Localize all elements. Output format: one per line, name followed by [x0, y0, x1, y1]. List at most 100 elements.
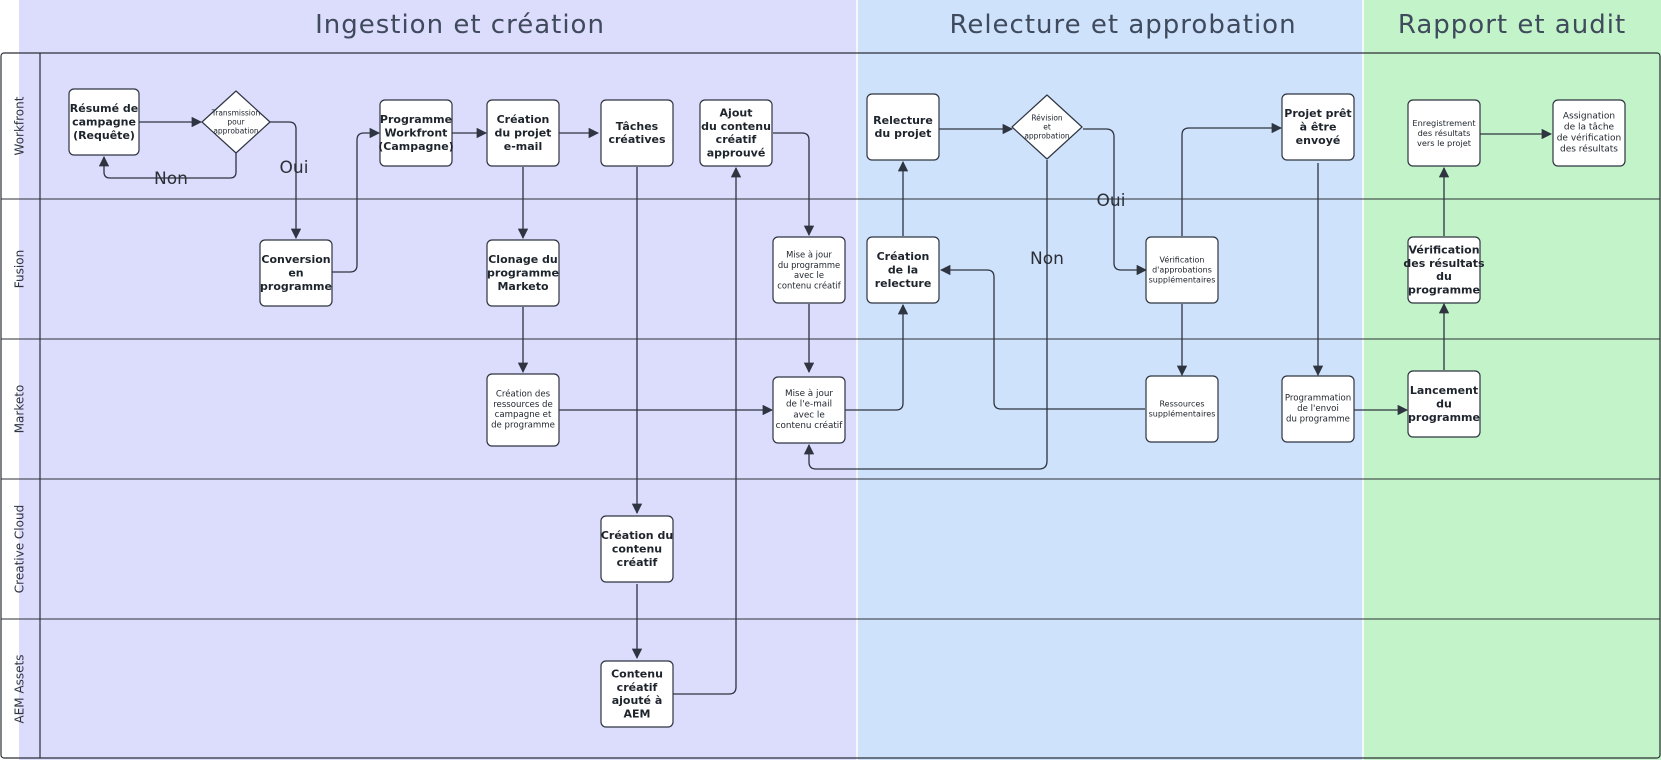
node-label: du: [1436, 398, 1452, 411]
process-box: [600, 660, 674, 728]
node-label: des résultats: [1560, 143, 1618, 154]
connector: [331, 127, 381, 273]
process-box: [68, 88, 140, 156]
node-label: ressources de: [493, 400, 553, 410]
edge-label-non: Non: [1030, 249, 1064, 269]
lane-label-marketo: Marketo: [13, 385, 27, 434]
node-label: des résultats: [1403, 257, 1485, 270]
node-label: du contenu: [701, 120, 771, 133]
node-label: Mise à jour: [785, 389, 833, 399]
node-label: Mise à jour: [786, 250, 832, 260]
node-label: Création: [497, 113, 550, 126]
connector: [939, 264, 1145, 410]
connector: [1083, 128, 1148, 276]
node-label: créatives: [608, 133, 665, 146]
connector: [1181, 122, 1283, 236]
node-label: campagne: [72, 116, 136, 129]
node-label: Transmission: [211, 108, 261, 117]
node-label: supplémentaires: [1149, 274, 1216, 284]
node-label: Ajout: [720, 106, 753, 119]
node-label: envoyé: [1296, 134, 1341, 147]
edge-label-non: Non: [154, 169, 188, 189]
node-label: programme: [1408, 411, 1480, 424]
node-label: Assignation: [1563, 112, 1615, 122]
process-box: [486, 373, 560, 447]
node-label: ajouté à: [612, 694, 663, 707]
node-label: du projet: [495, 127, 552, 140]
node-label: Vérification: [1408, 243, 1479, 256]
process-box: [1281, 93, 1355, 161]
node-label: du programme: [778, 260, 840, 270]
node-label: Ressources: [1159, 400, 1204, 409]
phase-title-ingestion: Ingestion et création: [315, 10, 605, 40]
connector: [803, 160, 1048, 470]
node-label: de vérification: [1557, 132, 1622, 143]
node-label: Résumé de: [70, 102, 138, 115]
node-label: approbation: [1024, 132, 1070, 141]
node-label: approbation: [213, 127, 259, 136]
node-label: de la: [888, 264, 918, 277]
node-label: avec le: [793, 410, 825, 420]
process-box: [486, 99, 560, 167]
connector: [845, 303, 909, 411]
process-box: [486, 239, 560, 307]
node-label: Révision: [1031, 113, 1063, 122]
node-label: Projet prêt: [1284, 107, 1351, 120]
process-box: [866, 93, 940, 161]
node-label: supplémentaires: [1149, 408, 1216, 418]
process-box: [772, 236, 846, 304]
node-label: Contenu: [611, 667, 663, 680]
node-label: programme: [487, 267, 559, 280]
connector: [270, 121, 302, 240]
node-label: de l'e-mail: [786, 400, 832, 410]
process-box: [866, 236, 940, 304]
node-label: contenu créatif: [776, 420, 844, 431]
node-label: contenu: [612, 543, 662, 556]
node-label: Clonage du: [488, 253, 558, 266]
node-label: de la tâche: [1564, 123, 1615, 133]
node-label: Création du: [601, 529, 673, 542]
phase-title-relecture: Relecture et approbation: [949, 10, 1296, 40]
process-box: [259, 239, 333, 307]
process-box: [1281, 375, 1355, 443]
node-label: relecture: [875, 277, 932, 290]
node-label: du projet: [875, 127, 932, 140]
node-label: Enregistrement: [1412, 118, 1476, 128]
node-label: Conversion: [261, 253, 330, 266]
connector: [98, 152, 237, 179]
node-label: à être: [1300, 121, 1337, 134]
lane-label-aem-assets: AEM Assets: [13, 654, 27, 723]
node-label: Programme: [380, 113, 452, 126]
connectors: [98, 116, 1553, 695]
node-label: créatif: [617, 556, 658, 569]
node-label: AEM: [624, 708, 651, 721]
nodes: Résumé decampagne(Requête)Transmissionpo…: [68, 88, 1626, 728]
node-label: de programme: [491, 421, 555, 431]
process-box: [1407, 236, 1481, 304]
node-label: de l'envoi: [1297, 404, 1339, 414]
node-label: Relecture: [873, 114, 933, 127]
node-label: programme: [260, 280, 332, 293]
process-box: [699, 99, 773, 167]
process-box: [772, 376, 846, 444]
node-label: du programme: [1286, 414, 1350, 424]
process-box: [1407, 370, 1481, 438]
decision-diamond: [201, 90, 271, 154]
node-label: (Campagne): [378, 140, 453, 153]
node-label: et: [1043, 123, 1051, 132]
node-label: créatif: [617, 681, 658, 694]
lane-label-workfront: Workfront: [13, 96, 27, 155]
lane-label-creative-cloud: Creative Cloud: [13, 505, 27, 593]
